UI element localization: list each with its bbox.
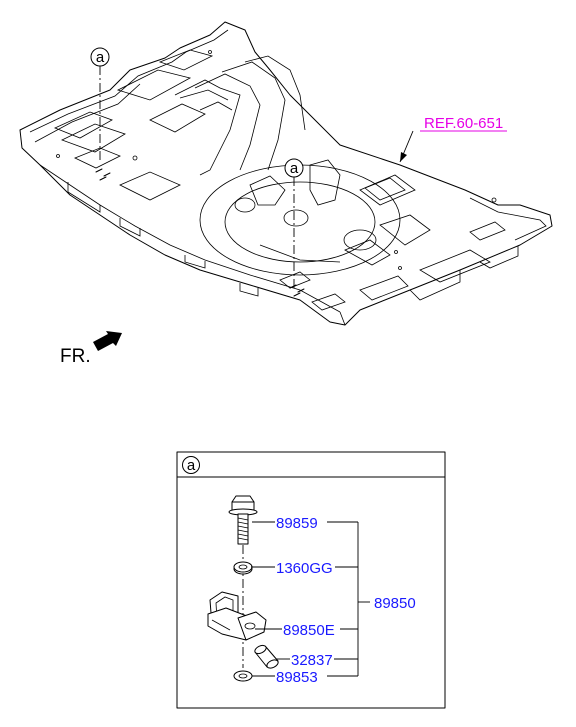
reference-label: REF.60-651: [424, 115, 503, 132]
hook-icon: [207, 591, 267, 641]
part-number-washer: 1360GG: [276, 560, 333, 577]
detail-box-title: a: [187, 457, 196, 474]
washer-icon: [233, 561, 253, 575]
direction-label: FR.: [60, 346, 91, 367]
detail-box: a: [176, 451, 446, 709]
part-number-bolt: 89859: [276, 515, 318, 532]
part-number-collar: 32837: [291, 652, 333, 669]
part-number-washer-lower: 89853: [276, 669, 318, 686]
assembly-number: 89850: [374, 595, 416, 612]
callout-marker-right: a: [284, 158, 304, 290]
washer-icon: [233, 670, 253, 682]
callout-marker-left: a: [90, 47, 110, 162]
callout-letter: a: [290, 160, 299, 177]
rear-floor-panel: [19, 21, 553, 326]
front-direction-indicator: FR.: [60, 331, 122, 367]
reference-leader: REF.60-651: [399, 115, 507, 163]
part-number-hook: 89850E: [283, 622, 335, 639]
direction-arrow-icon: [93, 331, 122, 351]
collar-icon: [254, 644, 279, 669]
callout-letter: a: [96, 49, 105, 66]
bolt-icon: [228, 495, 258, 545]
